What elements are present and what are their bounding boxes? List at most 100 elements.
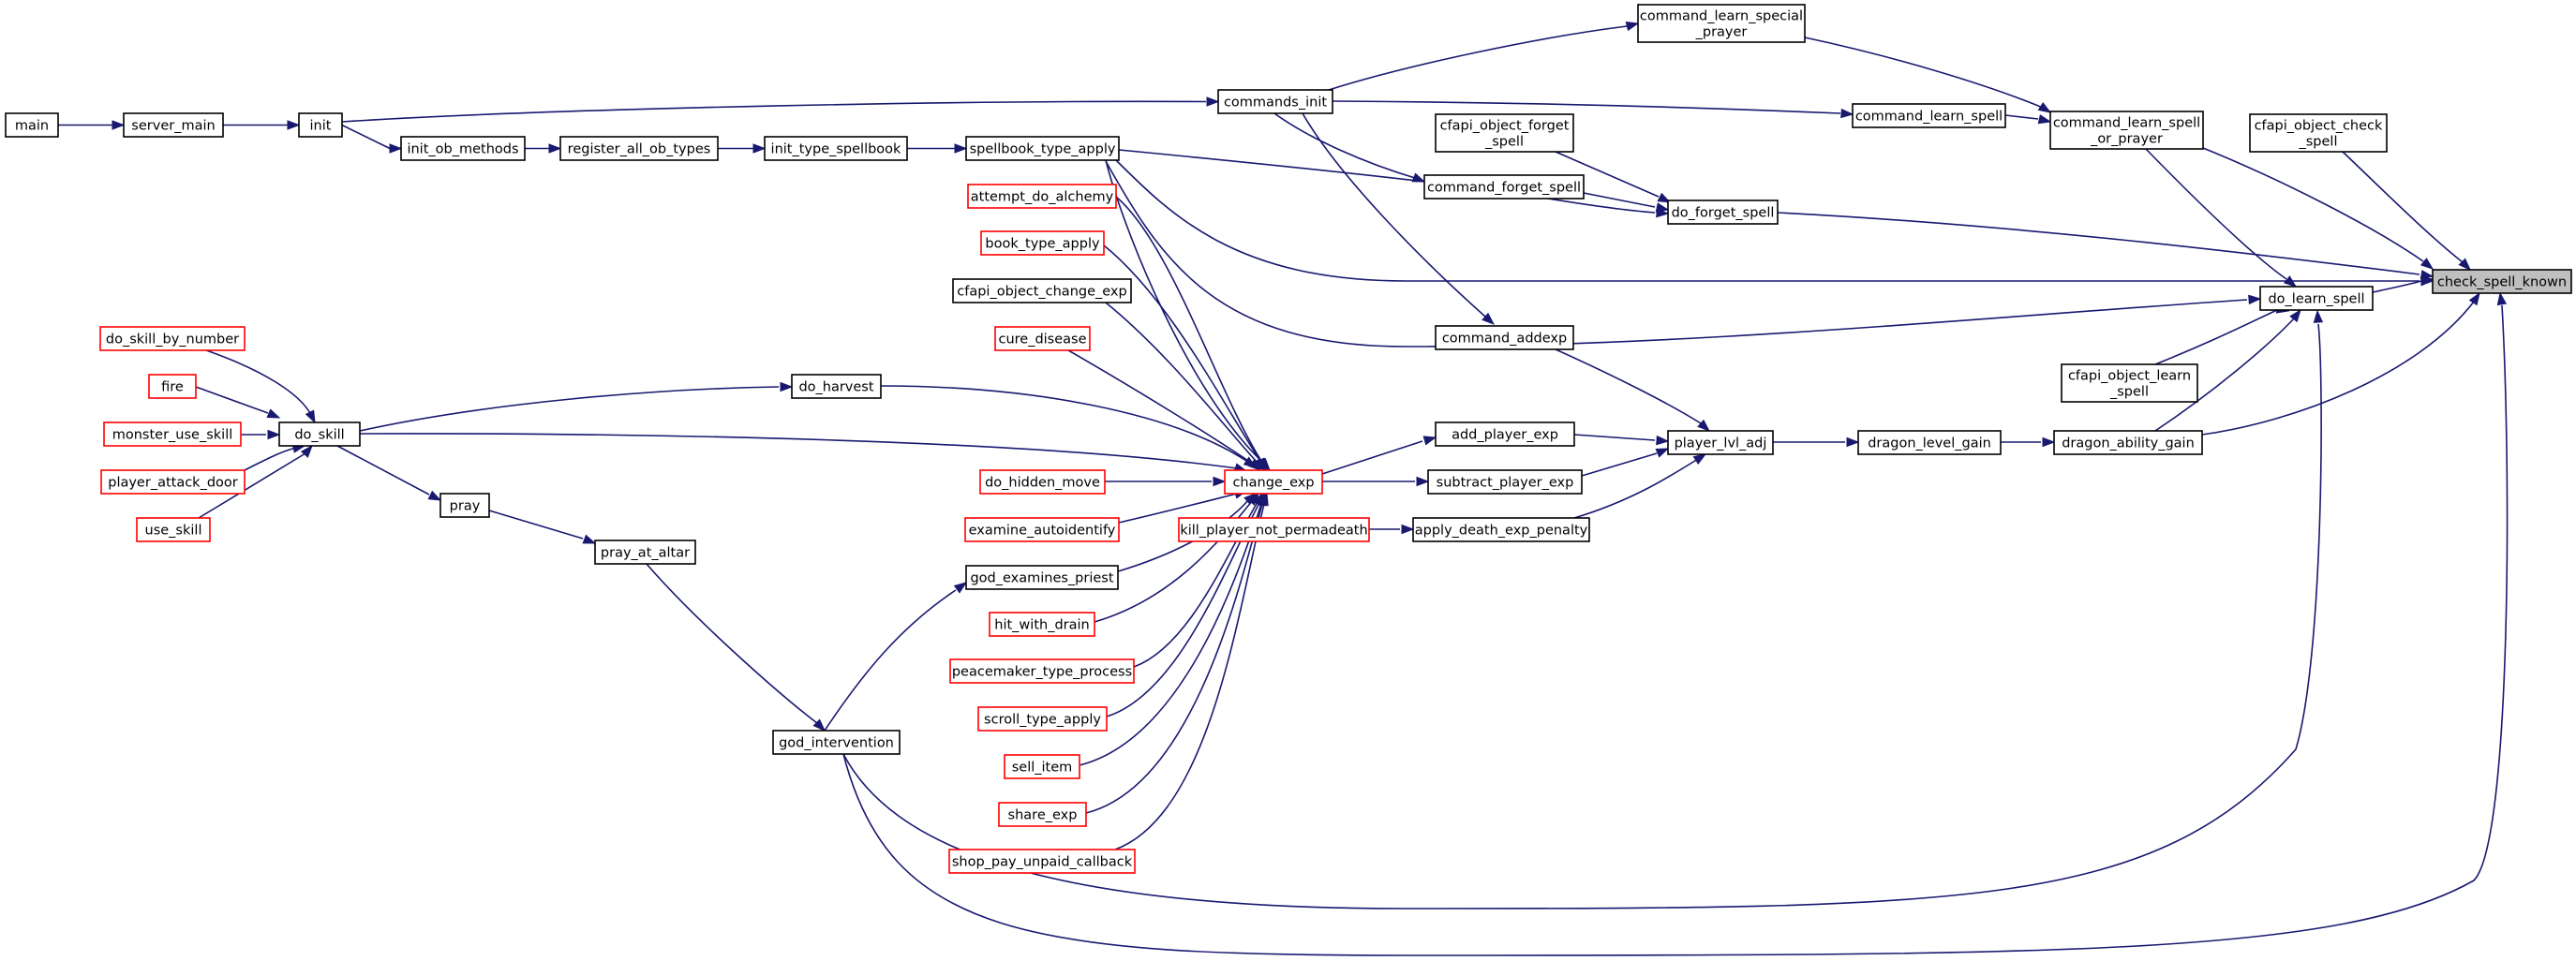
edge-arrowhead bbox=[780, 381, 794, 392]
edge-cfapi_object_learn_spell-to-do_learn_spell bbox=[2154, 303, 2290, 365]
node-kill_player_not_permadeath[interactable]: kill_player_not_permadeath bbox=[1178, 517, 1370, 542]
edge-line bbox=[646, 563, 818, 724]
node-box bbox=[1178, 517, 1370, 542]
node-do_harvest[interactable]: do_harvest bbox=[791, 374, 882, 399]
node-label: shop_pay_unpaid_callback bbox=[952, 855, 1133, 870]
node-shop_pay_unpaid_callback[interactable]: shop_pay_unpaid_callback bbox=[948, 849, 1136, 874]
node-command_learn_special_prayer[interactable]: command_learn_special_prayer bbox=[1637, 4, 1806, 43]
edge-arrowhead bbox=[112, 120, 126, 130]
node-label: cfapi_object_check bbox=[2255, 119, 2383, 134]
edge-subtract_player_exp-to-player_lvl_adj bbox=[1581, 448, 1670, 477]
edge-dragon_level_gain-to-dragon_ability_gain bbox=[2001, 436, 2056, 448]
node-do_skill_by_number[interactable]: do_skill_by_number bbox=[99, 326, 246, 351]
edge-arrowhead bbox=[1625, 21, 1640, 32]
node-cure_disease[interactable]: cure_disease bbox=[994, 326, 1091, 351]
node-use_skill[interactable]: use_skill bbox=[136, 517, 211, 542]
edge-arrowhead bbox=[287, 120, 301, 130]
edge-arrowhead bbox=[2248, 294, 2262, 305]
edge-attempt_do_alchemy-to-change_exp bbox=[1115, 196, 1268, 472]
node-apply_death_exp_penalty[interactable]: apply_death_exp_penalty bbox=[1412, 517, 1590, 542]
node-god_intervention[interactable]: god_intervention bbox=[772, 730, 901, 755]
node-dragon_ability_gain[interactable]: dragon_ability_gain bbox=[2053, 430, 2203, 455]
node-do_learn_spell[interactable]: do_learn_spell bbox=[2259, 286, 2374, 311]
edge-line bbox=[1777, 212, 2420, 275]
node-examine_autoidentify[interactable]: examine_autoidentify bbox=[964, 517, 1120, 542]
node-share_exp[interactable]: share_exp bbox=[998, 802, 1087, 827]
node-init_ob_methods[interactable]: init_ob_methods bbox=[400, 136, 526, 161]
node-register_all_ob_types[interactable]: register_all_ob_types bbox=[559, 136, 719, 161]
node-commands_init[interactable]: commands_init bbox=[1217, 89, 1333, 114]
node-spellbook_type_apply[interactable]: spellbook_type_apply bbox=[965, 136, 1120, 161]
node-box bbox=[1412, 517, 1590, 542]
edge-arrowhead bbox=[427, 490, 442, 501]
node-player_lvl_adj[interactable]: player_lvl_adj bbox=[1667, 430, 1774, 455]
node-box bbox=[965, 565, 1119, 590]
node-box bbox=[2432, 269, 2572, 294]
node-command_learn_spell[interactable]: command_learn_spell bbox=[1852, 103, 2006, 128]
node-command_addexp[interactable]: command_addexp bbox=[1435, 325, 1574, 350]
node-box bbox=[1852, 103, 2006, 128]
edge-line bbox=[1085, 503, 1263, 814]
edge-arrowhead bbox=[1482, 312, 1496, 325]
node-peacemaker_type_process[interactable]: peacemaker_type_process bbox=[949, 658, 1135, 684]
node-check_spell_known[interactable]: check_spell_known bbox=[2432, 269, 2572, 294]
edge-arrowhead bbox=[1657, 192, 1672, 203]
edge-spellbook_type_apply-to-do_learn_spell bbox=[1105, 160, 2262, 348]
node-cfapi_object_forget_spell[interactable]: cfapi_object_forget_spell bbox=[1435, 113, 1574, 153]
edge-arrowhead bbox=[2289, 308, 2301, 323]
node-do_hidden_move[interactable]: do_hidden_move bbox=[979, 469, 1106, 495]
node-fire[interactable]: fire bbox=[148, 374, 197, 399]
node-attempt_do_alchemy[interactable]: attempt_do_alchemy bbox=[967, 184, 1117, 209]
node-box bbox=[2049, 111, 2204, 150]
node-label: god_examines_priest bbox=[970, 571, 1113, 586]
node-box bbox=[1224, 469, 1323, 495]
node-do_skill[interactable]: do_skill bbox=[278, 421, 361, 447]
node-pray_at_altar[interactable]: pray_at_altar bbox=[594, 540, 696, 565]
edge-arrowhead bbox=[1206, 96, 1220, 107]
edge-god_intervention-to-check_spell_known bbox=[842, 291, 2509, 956]
node-pray[interactable]: pray bbox=[439, 493, 490, 518]
edge-line bbox=[1114, 158, 2420, 282]
node-monster_use_skill[interactable]: monster_use_skill bbox=[103, 421, 242, 447]
node-do_forget_spell[interactable]: do_forget_spell bbox=[1667, 200, 1779, 225]
node-cfapi_object_check_spell[interactable]: cfapi_object_check_spell bbox=[2249, 113, 2388, 153]
node-cfapi_object_learn_spell[interactable]: cfapi_object_learn_spell bbox=[2061, 363, 2198, 403]
edge-pray_at_altar-to-god_intervention bbox=[646, 563, 826, 732]
node-dragon_level_gain[interactable]: dragon_level_gain bbox=[1857, 430, 2002, 455]
edge-arrowhead bbox=[752, 143, 767, 154]
node-label: do_hidden_move bbox=[985, 476, 1100, 491]
node-player_attack_door[interactable]: player_attack_door bbox=[100, 469, 246, 495]
edge-commands_init-to-command_forget_spell bbox=[1273, 112, 1426, 183]
node-hit_with_drain[interactable]: hit_with_drain bbox=[989, 612, 1095, 637]
edge-line bbox=[2004, 114, 2039, 120]
edge-arrowhead bbox=[266, 408, 281, 419]
node-box bbox=[998, 802, 1087, 827]
node-label: god_intervention bbox=[779, 736, 894, 751]
node-command_learn_spell_or_prayer[interactable]: command_learn_spell_or_prayer bbox=[2049, 111, 2204, 150]
node-main[interactable]: main bbox=[5, 112, 59, 138]
node-sell_item[interactable]: sell_item bbox=[1004, 754, 1080, 779]
node-init_type_spellbook[interactable]: init_type_spellbook bbox=[764, 136, 908, 161]
edge-init_type_spellbook-to-spellbook_type_apply bbox=[907, 143, 968, 154]
node-label: _or_prayer bbox=[2090, 132, 2163, 147]
node-box bbox=[1423, 174, 1585, 200]
node-book_type_apply[interactable]: book_type_apply bbox=[980, 230, 1105, 256]
edge-arrowhead bbox=[300, 444, 313, 458]
edge-line bbox=[1581, 452, 1658, 477]
node-scroll_type_apply[interactable]: scroll_type_apply bbox=[977, 706, 1108, 732]
node-init[interactable]: init bbox=[298, 112, 343, 138]
edge-kill_player_not_permadeath-to-apply_death_exp_penalty bbox=[1369, 524, 1415, 535]
node-change_exp[interactable]: change_exp bbox=[1224, 469, 1323, 495]
node-command_forget_spell[interactable]: command_forget_spell bbox=[1423, 174, 1585, 200]
node-label: use_skill bbox=[145, 524, 202, 539]
node-subtract_player_exp[interactable]: subtract_player_exp bbox=[1427, 469, 1583, 495]
node-box bbox=[1435, 421, 1575, 447]
edge-do_skill_by_number-to-do_skill bbox=[205, 349, 316, 424]
edge-arrowhead bbox=[305, 409, 316, 424]
node-add_player_exp[interactable]: add_player_exp bbox=[1435, 421, 1575, 447]
node-server_main[interactable]: server_main bbox=[123, 112, 224, 138]
edge-init_ob_methods-to-register_all_ob_types bbox=[525, 143, 562, 154]
node-god_examines_priest[interactable]: god_examines_priest bbox=[965, 565, 1119, 590]
edge-arrowhead bbox=[1656, 207, 1670, 218]
node-cfapi_object_change_exp[interactable]: cfapi_object_change_exp bbox=[952, 278, 1132, 303]
